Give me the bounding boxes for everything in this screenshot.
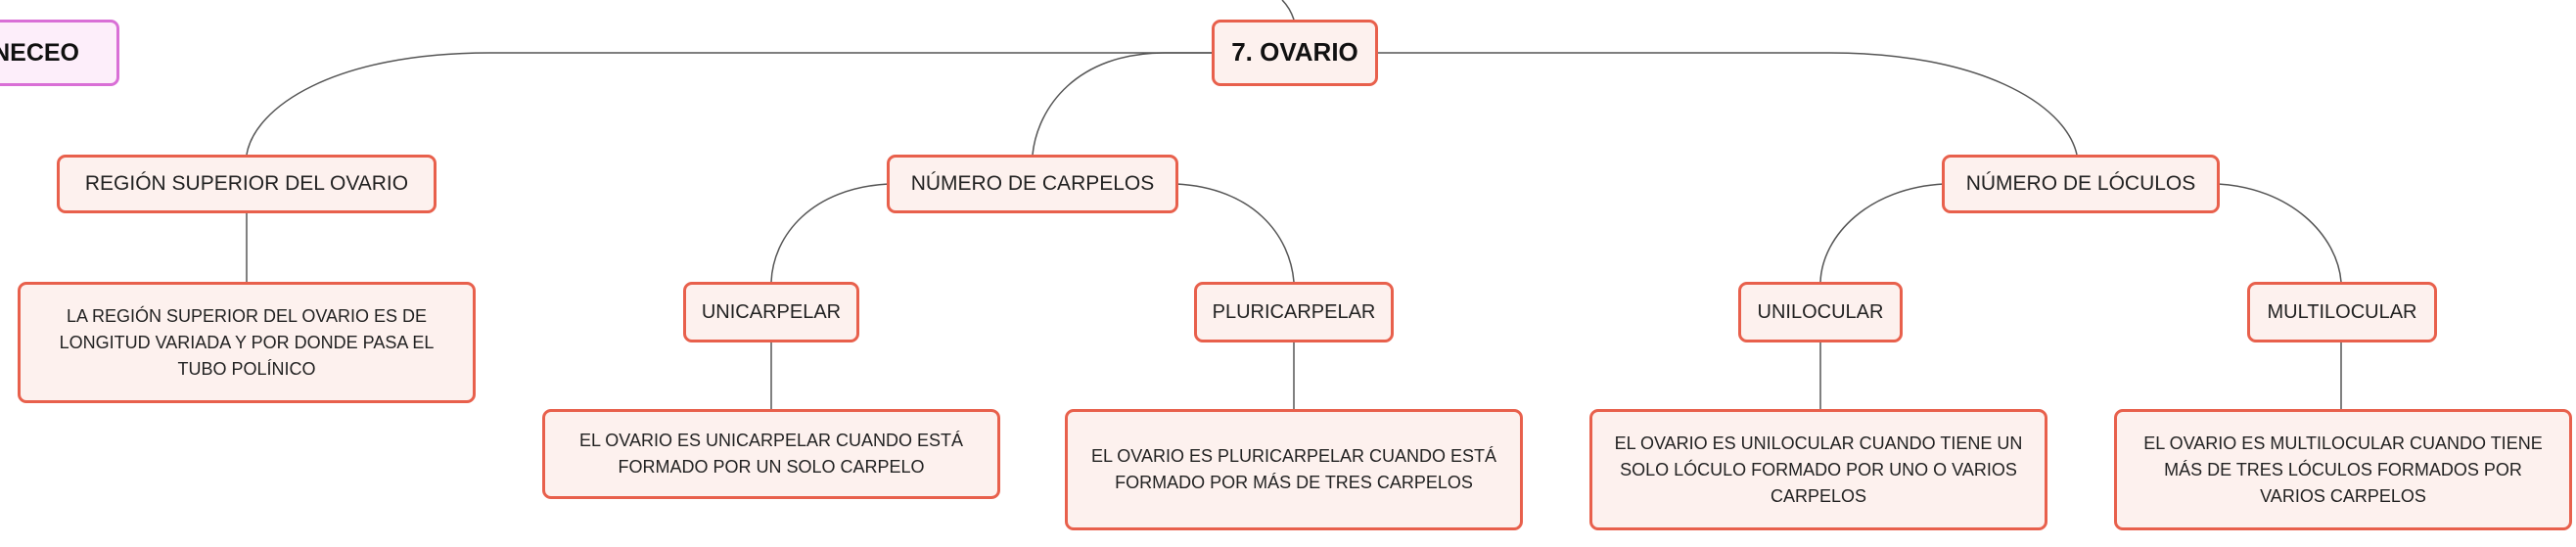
connector-central-to-region	[246, 52, 1214, 156]
note-unilocular[interactable]: EL OVARIO ES UNILOCULAR CUANDO TIENE UN …	[1589, 409, 2047, 530]
connector-carpelos-to-unicarpelar	[770, 183, 890, 283]
connector-loculos-to-unilocular	[1819, 183, 1945, 283]
subtopic-label: MULTILOCULAR	[2267, 300, 2417, 323]
note-region-superior[interactable]: LA REGIÓN SUPERIOR DEL OVARIO ES DE LONG…	[18, 282, 476, 403]
topic-label: REGIÓN SUPERIOR DEL OVARIO	[84, 171, 409, 195]
central-topic-label: 7. OVARIO	[1231, 37, 1358, 68]
connector-central-to-loculos	[1375, 52, 2078, 156]
connector-carpelos-to-pluricarpelar	[1175, 183, 1295, 283]
subtopic-label: UNILOCULAR	[1757, 300, 1884, 323]
subtopic-unicarpelar[interactable]: UNICARPELAR	[683, 282, 859, 342]
note-text: EL OVARIO ES UNICARPELAR CUANDO ESTÁ FOR…	[578, 431, 964, 477]
sibling-topic-label: NECEO	[0, 38, 79, 67]
topic-label: NÚMERO DE CARPELOS	[910, 171, 1155, 195]
topic-label: NÚMERO DE LÓCULOS	[1965, 171, 2196, 195]
topic-numero-loculos[interactable]: NÚMERO DE LÓCULOS	[1942, 155, 2220, 213]
note-text: EL OVARIO ES MULTILOCULAR CUANDO TIENE M…	[2143, 433, 2543, 506]
central-topic-ovario[interactable]: 7. OVARIO	[1212, 20, 1378, 86]
connector-central-to-carpelos	[1032, 52, 1214, 156]
note-multilocular[interactable]: EL OVARIO ES MULTILOCULAR CUANDO TIENE M…	[2114, 409, 2572, 530]
note-text: EL OVARIO ES PLURICARPELAR CUANDO ESTÁ F…	[1090, 446, 1497, 492]
topic-numero-carpelos[interactable]: NÚMERO DE CARPELOS	[887, 155, 1178, 213]
note-text: EL OVARIO ES UNILOCULAR CUANDO TIENE UN …	[1614, 433, 2023, 506]
subtopic-unilocular[interactable]: UNILOCULAR	[1738, 282, 1903, 342]
note-unicarpelar[interactable]: EL OVARIO ES UNICARPELAR CUANDO ESTÁ FOR…	[542, 409, 1000, 499]
sibling-topic-neceo[interactable]: NECEO	[0, 20, 119, 86]
connector-parent-to-central	[1281, 0, 1295, 21]
note-text: LA REGIÓN SUPERIOR DEL OVARIO ES DE LONG…	[59, 305, 435, 379]
subtopic-label: UNICARPELAR	[701, 300, 842, 323]
connector-loculos-to-multilocular	[2217, 183, 2342, 283]
subtopic-label: PLURICARPELAR	[1212, 300, 1376, 323]
note-pluricarpelar[interactable]: EL OVARIO ES PLURICARPELAR CUANDO ESTÁ F…	[1065, 409, 1523, 530]
subtopic-pluricarpelar[interactable]: PLURICARPELAR	[1194, 282, 1394, 342]
subtopic-multilocular[interactable]: MULTILOCULAR	[2247, 282, 2437, 342]
topic-region-superior[interactable]: REGIÓN SUPERIOR DEL OVARIO	[57, 155, 437, 213]
